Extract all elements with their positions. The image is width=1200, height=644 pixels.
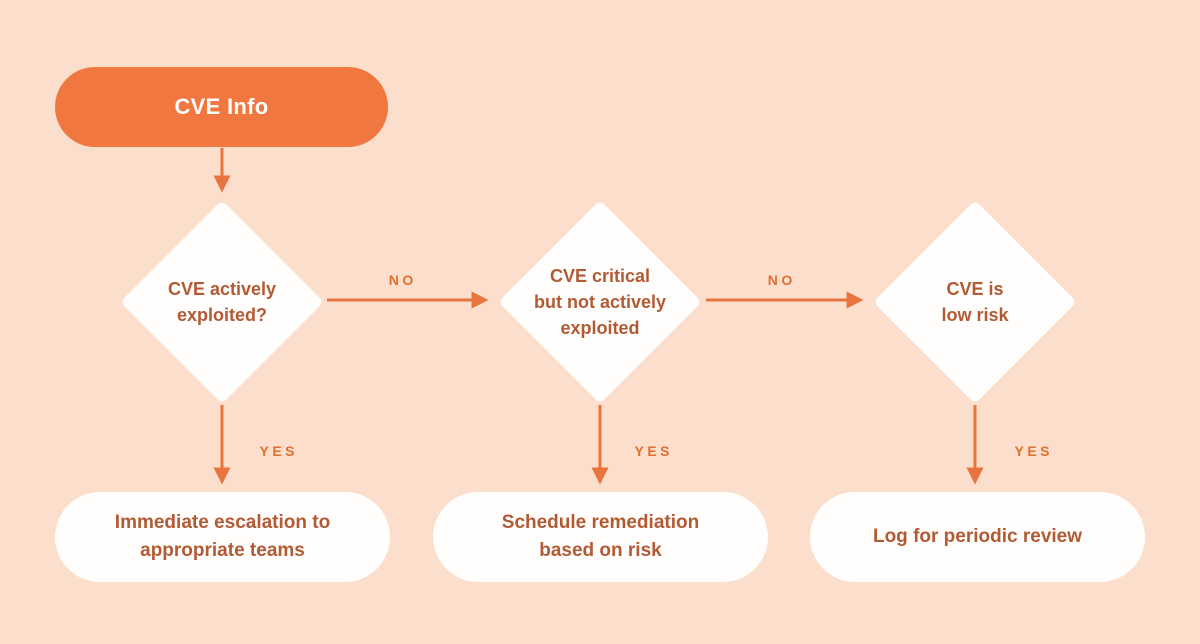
outcome-label: Log for periodic review — [872, 526, 1083, 548]
outcome-node-schedule-remediation: Schedule remediation based on risk — [433, 492, 768, 582]
outcome-node-immediate-escalation: Immediate escalation to appropriate team… — [55, 492, 390, 582]
outcome-label: Schedule remediation based on risk — [501, 512, 700, 561]
decision-node-critical-not-exploited: CVE critical but not actively exploited — [498, 200, 702, 404]
start-node-label: CVE Info — [174, 94, 269, 119]
edge-label-yes-3: YES — [1014, 443, 1054, 459]
decision-label: CVE critical but not actively exploited — [533, 265, 667, 339]
start-node-cve-info: CVE Info — [55, 67, 388, 147]
outcome-label: Immediate escalation to appropriate team… — [114, 512, 331, 561]
edge-label-no-2: NO — [767, 272, 796, 288]
outcome-node-log-review: Log for periodic review — [810, 492, 1145, 582]
decision-label: CVE is low risk — [941, 278, 1009, 325]
decision-node-low-risk: CVE is low risk — [873, 200, 1077, 404]
edge-label-yes-2: YES — [634, 443, 674, 459]
decision-label: CVE actively exploited? — [167, 278, 277, 325]
edge-label-yes-1: YES — [259, 443, 299, 459]
edge-label-no-1: NO — [388, 272, 417, 288]
decision-node-actively-exploited: CVE actively exploited? — [120, 200, 324, 404]
